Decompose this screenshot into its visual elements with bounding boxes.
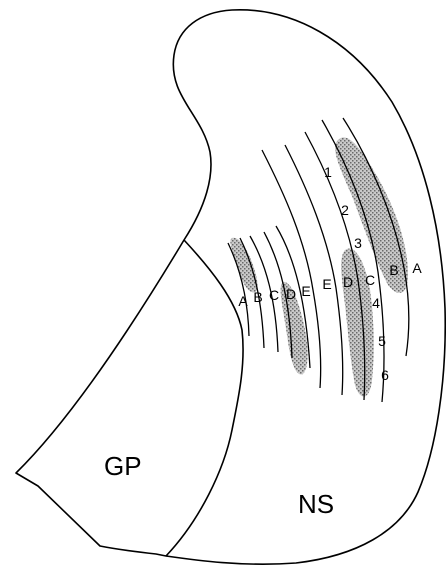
- upper-band-number-5: 5: [378, 333, 386, 349]
- ns-outline: [16, 10, 445, 564]
- upper-band-number-6: 6: [381, 367, 389, 383]
- upper-band-number-4: 4: [372, 295, 380, 311]
- gp-boundary: [166, 240, 243, 556]
- upper-band-number-1: 1: [324, 164, 332, 180]
- upper-band-label-a: A: [412, 260, 422, 276]
- ns-label: NS: [298, 489, 334, 519]
- upper-band-label-b: B: [389, 262, 398, 278]
- lower-band-label-b: B: [253, 289, 262, 305]
- upper-band-label-d: D: [343, 274, 353, 290]
- lower-band-label-e1: E: [301, 283, 310, 299]
- upper-band-number-2: 2: [341, 202, 349, 218]
- gp-label: GP: [104, 451, 142, 481]
- upper-band-label-c: C: [365, 272, 375, 288]
- lower-band-label-e2: E: [322, 276, 331, 292]
- stripe-upper-d: [341, 249, 374, 397]
- lower-band-label-c: C: [269, 287, 279, 303]
- lower-band-label-d: D: [286, 286, 296, 302]
- upper-band-number-3: 3: [354, 235, 362, 251]
- lower-band-label-a: A: [238, 293, 248, 309]
- stippled-stripes: [230, 137, 408, 396]
